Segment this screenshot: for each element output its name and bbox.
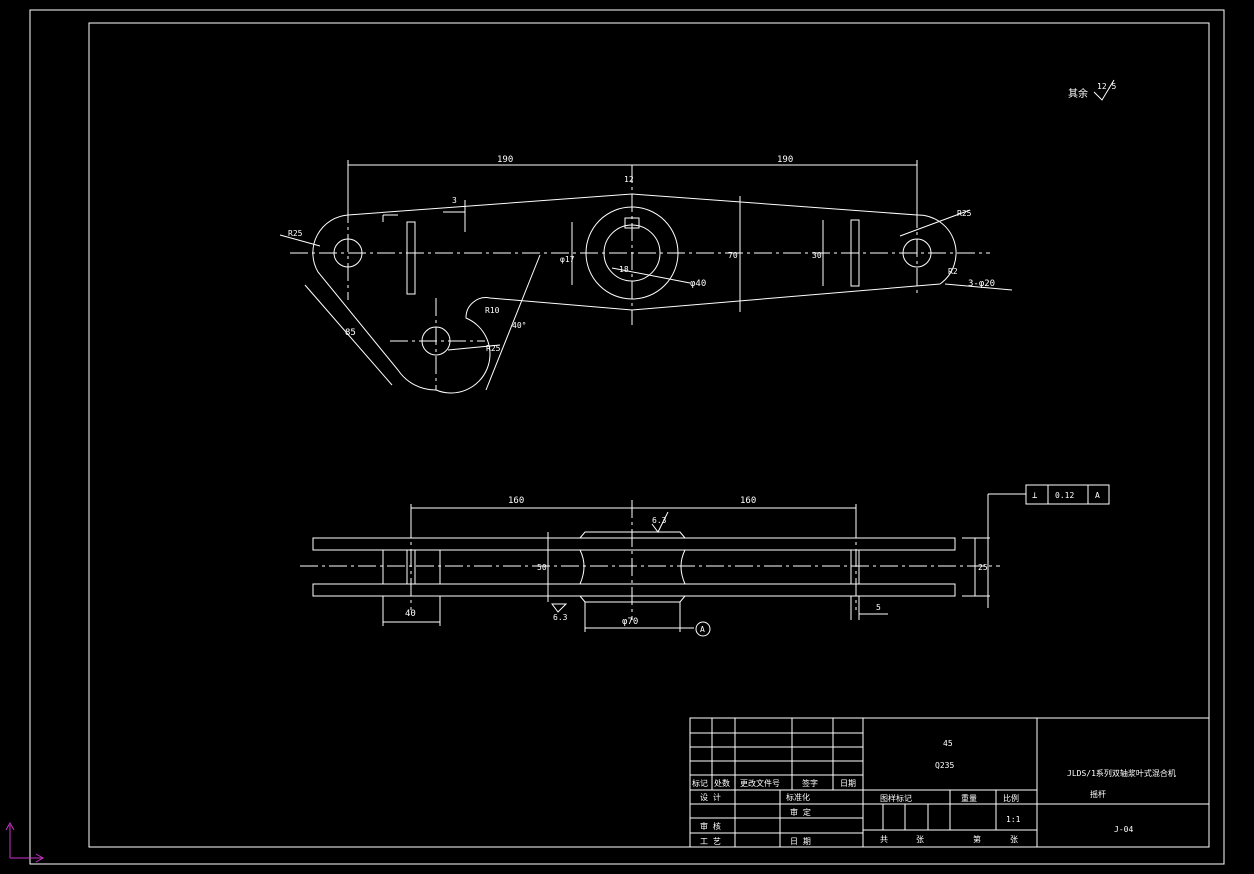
tb-row-label-4: 日期	[840, 779, 856, 788]
radius-right: R25	[957, 209, 972, 218]
title-block	[689, 717, 1210, 848]
tb-row-label-1: 处数	[714, 778, 730, 788]
roughness-symbol	[1093, 79, 1115, 101]
tb-title-1: JLDS/1系列双轴浆叶式混合机	[1067, 768, 1176, 778]
dim-thickness: 25	[978, 563, 988, 572]
dim-arm-left: 70	[728, 251, 738, 260]
tb-page-word: 张	[1010, 835, 1018, 844]
dim-right: 160	[740, 496, 756, 506]
dim-left: 160	[508, 496, 524, 506]
bottom-diameter: φ70	[622, 617, 638, 627]
tb-material-2: Q235	[935, 761, 954, 770]
dim-height: 50	[537, 563, 547, 572]
roughness-value: 12.5	[1097, 82, 1116, 91]
outer-frame	[29, 9, 1225, 865]
roughness-bottom: 6.3	[553, 613, 568, 622]
dim-key: 12	[624, 175, 634, 184]
tb-page: 第	[973, 834, 981, 844]
tb-row-label-2: 更改文件号	[740, 778, 780, 788]
dim-width: 40	[405, 609, 416, 619]
tolerance-datum: A	[1095, 491, 1100, 500]
hub-diameter: φ40	[690, 279, 706, 289]
datum-label: A	[700, 625, 705, 634]
dim-right-top: 190	[777, 155, 793, 165]
tb-row-label-0: 标记	[692, 778, 708, 788]
radius-tip: R2	[948, 267, 958, 276]
tb-material-1: 45	[943, 739, 953, 748]
angle-label: 40°	[512, 321, 526, 330]
tb-stage-label: 图样标记	[880, 793, 912, 803]
tb-row-label-3: 签字	[802, 778, 818, 788]
tb-review: 审 核	[700, 821, 721, 831]
dim-slot: 18	[619, 265, 629, 274]
holes-note: 3-φ20	[968, 279, 995, 289]
radius-lower: R25	[486, 344, 501, 353]
ucs-icon	[5, 821, 45, 863]
dim-step: 3	[452, 196, 457, 205]
tb-sheets: 共	[880, 835, 888, 844]
dim-diagonal: 85	[345, 328, 356, 338]
tb-approve: 审 定	[790, 807, 811, 817]
tolerance-symbol: ⊥	[1032, 491, 1038, 501]
tb-standard: 标准化	[786, 792, 810, 802]
tb-design: 设 计	[700, 792, 721, 802]
dim-gap: 5	[876, 603, 881, 612]
tb-drawing-no: J-04	[1114, 825, 1133, 834]
front-view	[279, 160, 1013, 394]
inner-frame	[88, 22, 1210, 848]
dim-arm-right: 30	[812, 251, 822, 260]
dim-hub-height: φ17	[560, 255, 575, 264]
radius-left: R25	[288, 229, 303, 238]
dim-left-top: 190	[497, 155, 513, 165]
tb-weight-label: 重量	[961, 793, 977, 803]
tolerance-value: 0.12	[1055, 491, 1074, 500]
tb-sheet-word: 张	[916, 835, 924, 844]
tb-scale-label: 比例	[1003, 793, 1019, 803]
tb-scale-value: 1:1	[1006, 815, 1021, 824]
tb-process: 工 艺	[700, 837, 721, 846]
radius-notch: R10	[485, 306, 500, 315]
tb-title-2: 摇杆	[1090, 789, 1106, 799]
tb-date: 日 期	[790, 837, 811, 846]
top-view	[300, 484, 1110, 637]
roughness-top: 6.3	[652, 516, 667, 525]
roughness-label: 其余	[1068, 87, 1088, 100]
